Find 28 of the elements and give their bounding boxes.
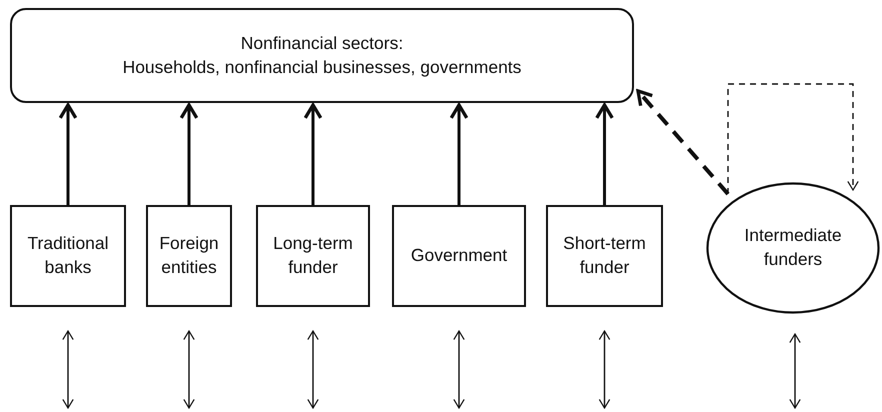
- arrow: [307, 330, 319, 409]
- node-label: Government: [410, 244, 508, 268]
- node-label: Intermediate funders: [744, 224, 842, 271]
- institution-box: [10, 205, 126, 307]
- institution-box: [256, 205, 370, 307]
- institution-box: [146, 205, 232, 307]
- arrow: [450, 103, 468, 205]
- arrow: [58, 103, 78, 205]
- arrow: [789, 333, 801, 409]
- arrow: [598, 330, 610, 409]
- arrow: [304, 103, 322, 205]
- institution-box: [392, 205, 526, 307]
- arrow: [180, 103, 198, 205]
- node-label: Short-term funder: [562, 232, 647, 279]
- institution-box: [546, 205, 663, 307]
- arrow: [595, 103, 614, 205]
- dashed-arrow: [636, 89, 730, 196]
- dashed-arrow: [727, 83, 859, 194]
- node-label: Foreign entities: [158, 232, 220, 279]
- arrow: [183, 330, 195, 409]
- arrow: [453, 330, 465, 409]
- sector-box: [10, 8, 634, 103]
- node-label: Nonfinancial sectors:: [240, 32, 404, 55]
- arrow: [62, 330, 74, 409]
- funder-ellipse: [706, 182, 880, 314]
- node-label: Long-term funder: [272, 232, 354, 279]
- node-label: Households, nonfinancial businesses, governments: [122, 56, 522, 79]
- node-label: Traditional banks: [26, 232, 110, 279]
